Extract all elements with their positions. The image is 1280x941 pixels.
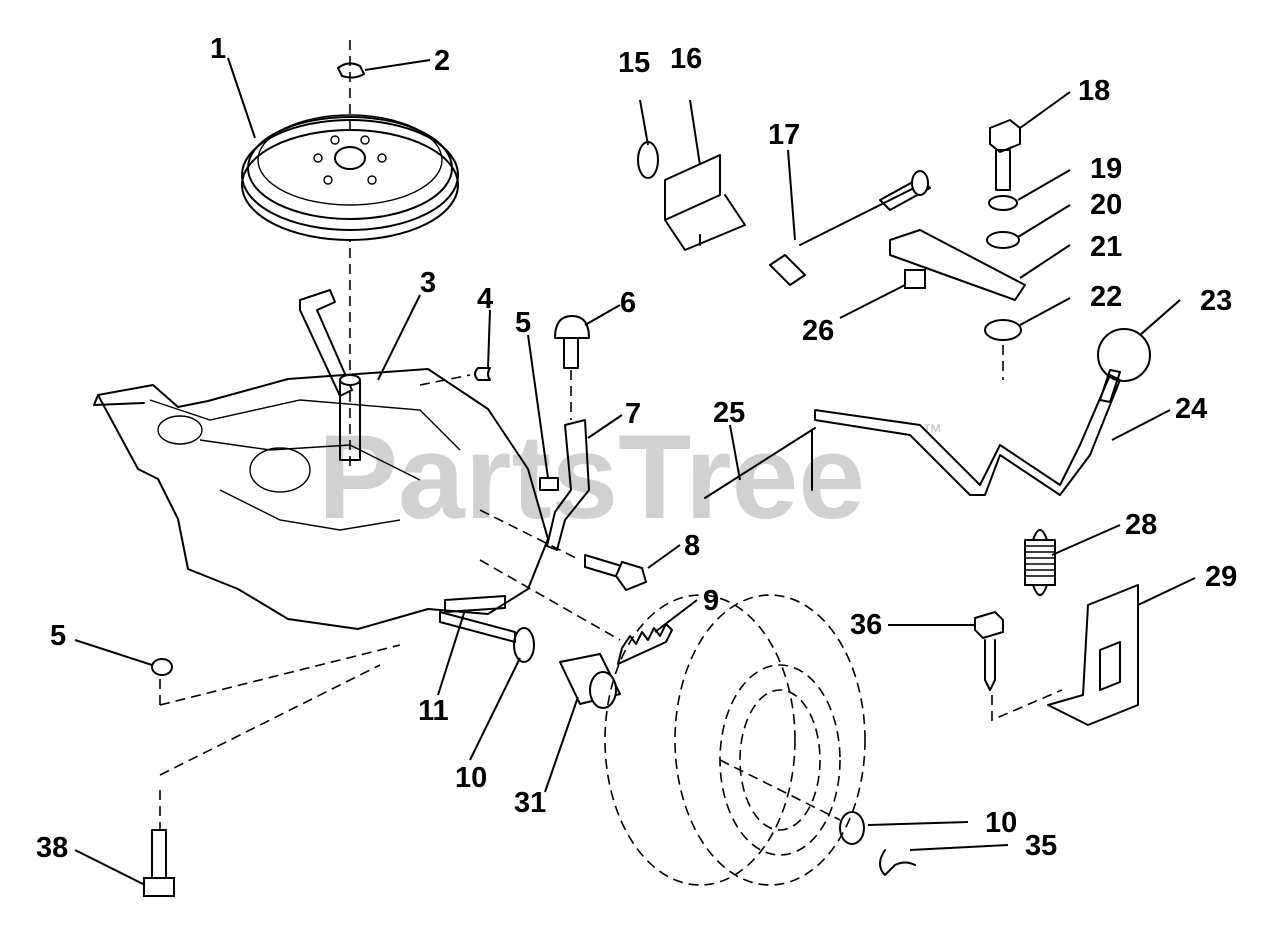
callout-1[interactable]: 1 (210, 33, 226, 65)
lever-thread-part (1099, 369, 1121, 403)
callout-11[interactable]: 11 (418, 695, 449, 727)
callout-15[interactable]: 15 (618, 47, 650, 79)
callout-21[interactable]: 21 (1090, 231, 1122, 263)
mount-bracket-part[interactable] (664, 154, 746, 251)
link-plate-part[interactable] (889, 229, 1026, 301)
hex-bolt-axis-line (479, 509, 581, 561)
key-axis-line (419, 374, 471, 386)
callout-29[interactable]: 29 (1205, 561, 1237, 593)
flat-washer-part[interactable] (637, 141, 659, 179)
spring-axis-line (479, 559, 621, 641)
support-bracket-part[interactable] (1047, 584, 1139, 726)
callout-7[interactable]: 7 (625, 398, 641, 430)
bracket-part[interactable] (299, 289, 353, 397)
callout-10-inner[interactable]: 10 (455, 762, 487, 794)
callout-9[interactable]: 9 (703, 585, 719, 617)
mounting-bolt-part[interactable] (143, 829, 175, 897)
callout-2[interactable]: 2 (434, 45, 450, 77)
shift-rod-part[interactable] (704, 427, 816, 499)
callout-5-lower[interactable]: 5 (50, 620, 66, 652)
hex-cap-screw-part[interactable] (989, 118, 1021, 191)
watermark-text: PartsTree (318, 410, 865, 544)
retaining-ring-part[interactable] (879, 849, 916, 876)
knob-part[interactable] (1097, 328, 1151, 382)
carriage-bolt-part[interactable] (554, 315, 590, 369)
callout-19[interactable]: 19 (1090, 153, 1122, 185)
callout-38[interactable]: 38 (36, 832, 68, 864)
callout-18[interactable]: 18 (1078, 75, 1110, 107)
callout-10-outer[interactable]: 10 (985, 807, 1017, 839)
flat-washer-upper-part[interactable] (986, 231, 1020, 249)
outer-washer-part[interactable] (839, 811, 865, 845)
callout-8[interactable]: 8 (684, 530, 700, 562)
hex-nut-part[interactable] (904, 269, 926, 289)
callout-5-upper[interactable]: 5 (515, 307, 531, 339)
clip-part[interactable] (337, 62, 365, 79)
spring-part[interactable] (617, 623, 673, 665)
callout-36[interactable]: 36 (850, 609, 882, 641)
extension-spring-part[interactable] (1024, 529, 1056, 596)
callout-4[interactable]: 4 (477, 283, 493, 315)
callout-26[interactable]: 26 (802, 315, 834, 347)
callout-25[interactable]: 25 (713, 397, 745, 429)
shift-bracket-part[interactable] (546, 419, 590, 551)
nut-part[interactable] (539, 477, 559, 491)
callout-6[interactable]: 6 (620, 287, 636, 319)
callout-31[interactable]: 31 (514, 787, 546, 819)
callout-35[interactable]: 35 (1025, 830, 1057, 862)
callout-17[interactable]: 17 (768, 119, 800, 151)
transaxle-housing[interactable] (93, 368, 549, 630)
callout-16[interactable]: 16 (670, 43, 702, 75)
callout-3[interactable]: 3 (420, 267, 436, 299)
callout-20[interactable]: 20 (1090, 189, 1122, 221)
callout-22[interactable]: 22 (1090, 281, 1122, 313)
flat-washer-lower-part[interactable] (984, 319, 1022, 341)
control-rod-part[interactable] (769, 170, 931, 286)
axle-key-part[interactable] (439, 595, 516, 643)
callout-23[interactable]: 23 (1200, 285, 1232, 317)
screw-axis-line (991, 689, 1063, 722)
spacer-part[interactable] (559, 653, 621, 709)
pulley-part[interactable] (241, 114, 459, 241)
watermark-trademark: ™ (922, 421, 942, 443)
self-tapping-screw-part[interactable] (974, 610, 1004, 691)
leader-lines (74, 57, 1196, 886)
shift-lever-part[interactable] (814, 374, 1121, 496)
mount-axis-lines (159, 644, 401, 830)
lock-washer-part[interactable] (988, 195, 1018, 211)
callout-24[interactable]: 24 (1175, 393, 1207, 425)
lower-nut-part[interactable] (151, 658, 173, 676)
hex-bolt-part[interactable] (584, 554, 648, 592)
key-part[interactable] (474, 367, 491, 381)
washer-part[interactable] (513, 627, 535, 663)
callout-28[interactable]: 28 (1125, 509, 1157, 541)
wheel-tire-part[interactable] (604, 594, 866, 886)
